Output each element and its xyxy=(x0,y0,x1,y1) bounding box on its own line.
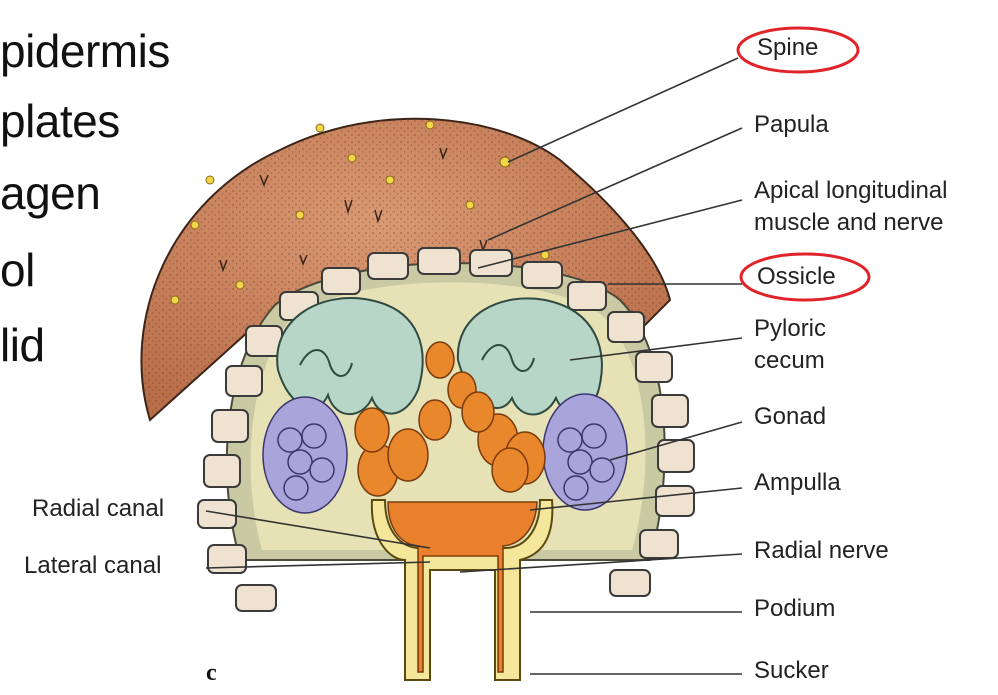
figure-letter: c xyxy=(206,660,217,687)
label-radial-canal: Radial canal xyxy=(32,494,164,524)
label-sucker: Sucker xyxy=(754,656,829,686)
label-podium: Podium xyxy=(754,594,835,624)
label-ampulla: Ampulla xyxy=(754,468,841,498)
label-lateral-canal: Lateral canal xyxy=(24,551,161,581)
podia xyxy=(372,500,553,680)
label-spine: Spine xyxy=(757,33,818,63)
label-pyloric-line-1: Pyloric xyxy=(754,314,826,344)
label-gonad: Gonad xyxy=(754,402,826,432)
label-radial-nerve: Radial nerve xyxy=(754,536,889,566)
label-papula: Papula xyxy=(754,110,829,140)
label-pyloric-line-2: cecum xyxy=(754,346,825,376)
label-apical-line-1: Apical longitudinal xyxy=(754,176,947,206)
label-apical-line-2: muscle and nerve xyxy=(754,208,943,238)
label-ossicle: Ossicle xyxy=(757,262,836,292)
